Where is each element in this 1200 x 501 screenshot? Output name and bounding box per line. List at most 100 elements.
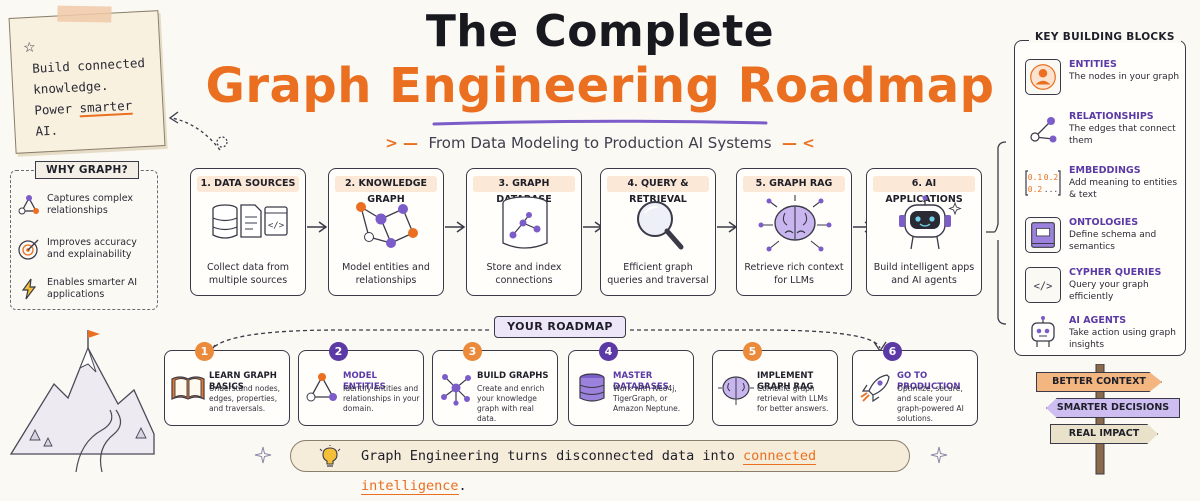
sign-better-context: BETTER CONTEXT <box>1036 372 1162 392</box>
target-icon <box>18 239 39 260</box>
vector-value: 0.2 <box>1028 185 1043 194</box>
vector-value: ... <box>1044 185 1058 194</box>
stage-label: 6. AI APPLICATIONS <box>873 176 975 205</box>
step-desc: Understand nodes, edges, properties, and… <box>209 384 281 413</box>
stage-desc: Efficient graph queries and traversal <box>607 262 709 286</box>
mountain-road-illustration <box>9 330 155 473</box>
knowledge-graph-icon <box>356 202 418 248</box>
building-block-item: ENTITIES The nodes in your graph <box>1025 59 1183 95</box>
step-title: IMPLEMENT GRAPH RAG <box>757 371 814 392</box>
vector-value: 0.2 <box>1044 173 1059 182</box>
step-desc: Create and enrich your knowledge graph w… <box>477 384 545 423</box>
signpost-pole <box>1095 364 1105 475</box>
building-block-item: 0.1 0.2 0.2 ... EMBEDDINGS Add meaning to… <box>1025 165 1183 201</box>
person-icon <box>1025 59 1061 95</box>
step-title: MASTER DATABASES <box>613 371 669 392</box>
sign-real-impact: REAL IMPACT <box>1050 424 1158 444</box>
stage-label: 3. GRAPH DATABASE <box>473 176 575 205</box>
sticky-line-3-emph: smarter <box>79 97 133 118</box>
block-title: AI AGENTS <box>1069 315 1127 326</box>
block-desc: Take action using graph insights <box>1069 328 1176 350</box>
block-desc: Add meaning to entities & text <box>1069 178 1178 200</box>
step-number: 6 <box>883 342 902 361</box>
roadmap-tag: YOUR ROADMAP <box>494 316 626 338</box>
step-desc: Work with Neo4j, TigerGraph, or Amazon N… <box>613 384 681 413</box>
stage-label: 2. KNOWLEDGE GRAPH <box>335 176 437 205</box>
sparkle-icon <box>930 446 948 464</box>
block-title: CYPHER QUERIES <box>1069 267 1162 278</box>
subtitle: > — From Data Modeling to Production AI … <box>385 134 815 152</box>
why-graph-panel: WHY GRAPH? Captures complex relationship… <box>10 161 158 310</box>
stage-ai-applications: 6. AI APPLICATIONS Build intelligent app… <box>866 168 982 296</box>
rocket-icon <box>860 374 890 403</box>
why-graph-title: WHY GRAPH? <box>35 161 140 179</box>
stage-query-retrieval: 4. QUERY & RETRIEVAL Efficient graph que… <box>600 168 716 296</box>
arrow-right-icon <box>717 221 738 233</box>
sign-smarter-decisions: SMARTER DECISIONS <box>1046 398 1180 418</box>
code-icon: </> <box>1025 267 1061 303</box>
edge-icon <box>1030 117 1057 143</box>
tagline-prefix: Graph Engineering turns disconnected dat… <box>361 448 744 464</box>
step-title: MODEL ENTITIES <box>343 371 386 392</box>
step-title: GO TO PRODUCTION <box>897 371 961 392</box>
tagline-suffix: . <box>458 478 467 494</box>
data-sources-icon: </> <box>212 204 288 239</box>
block-title: RELATIONSHIPS <box>1069 111 1154 122</box>
step-desc: Optimize, secure, and scale your graph-p… <box>897 384 964 423</box>
step-number: 3 <box>463 342 482 361</box>
why-item: Improves accuracy and explainability <box>17 237 157 261</box>
triangle-graph-icon <box>306 373 337 402</box>
arrow-right-icon <box>307 221 328 233</box>
stage-desc: Retrieve rich context for LLMs <box>744 262 844 286</box>
step-number: 4 <box>599 342 618 361</box>
title-line-1: The Complete <box>425 6 775 57</box>
step-title: LEARN GRAPH BASICS <box>209 371 277 392</box>
roadmap-step: 2 MODEL ENTITIES Identify entities and r… <box>298 342 424 426</box>
vector-value: 0.1 <box>1028 173 1043 182</box>
database-icon <box>579 373 605 402</box>
stage-label: 5. GRAPH RAG <box>743 176 845 192</box>
roadmap-step: 6 GO TO PRODUCTION Optimize, secure, and… <box>852 342 978 426</box>
block-desc: Query your graph efficiently <box>1069 280 1149 302</box>
block-title: EMBEDDINGS <box>1069 165 1141 176</box>
agent-robot-icon <box>1031 316 1055 347</box>
svg-text:</>: </> <box>268 221 285 231</box>
lightning-icon <box>21 278 37 300</box>
graph-nodes-icon <box>18 195 39 215</box>
why-item-text: Captures complex relationships <box>47 193 134 216</box>
step-number: 1 <box>195 342 214 361</box>
bracket-connector <box>986 141 1007 325</box>
roadmap-step: 3 BUILD GRAPHS Create and enrich your kn… <box>432 342 558 426</box>
title-line-2: Graph Engineering Roadmap <box>205 58 995 114</box>
step-desc: Combine graph retrieval with LLMs for be… <box>757 384 829 413</box>
roadmap-step: 4 MASTER DATABASES Work with Neo4j, Tige… <box>568 342 694 426</box>
subtitle-text: From Data Modeling to Production AI Syst… <box>428 134 772 152</box>
code-glyph: </> <box>1034 281 1053 293</box>
star-icon: ☆ <box>22 39 37 57</box>
dotted-curve-arrow <box>168 111 228 151</box>
stage-desc: Collect data from multiple sources <box>206 262 290 286</box>
sticky-line-3-prefix: Power <box>34 100 80 118</box>
graph-database-icon <box>502 196 548 249</box>
sticky-note: ☆ Build connected knowledge. Power smart… <box>8 5 166 154</box>
arrow-right-icon <box>445 221 466 233</box>
magnifier-icon <box>637 201 684 250</box>
title-underline <box>432 119 768 126</box>
roadmap-step: 1 LEARN GRAPH BASICS Understand nodes, e… <box>164 342 290 426</box>
block-desc: Define schema and semantics <box>1069 230 1157 252</box>
stage-data-sources: 1. DATA SOURCES </> Collect data from mu… <box>190 168 306 296</box>
why-item-text: Improves accuracy and explainability <box>47 237 137 260</box>
stage-graph-database: 3. GRAPH DATABASE Store and index connec… <box>466 168 582 296</box>
stage-desc: Store and index connections <box>486 262 562 286</box>
building-block-item: </> CYPHER QUERIES Query your graph effic… <box>1025 267 1183 303</box>
block-title: ENTITIES <box>1069 59 1117 70</box>
why-item: Captures complex relationships <box>17 193 157 217</box>
block-desc: The nodes in your graph <box>1069 72 1180 82</box>
stage-desc: Model entities and relationships <box>342 262 430 286</box>
hub-graph-icon <box>441 374 471 406</box>
building-block-item: AI AGENTS Take action using graph insight… <box>1025 315 1183 351</box>
brain-icon <box>718 376 754 405</box>
